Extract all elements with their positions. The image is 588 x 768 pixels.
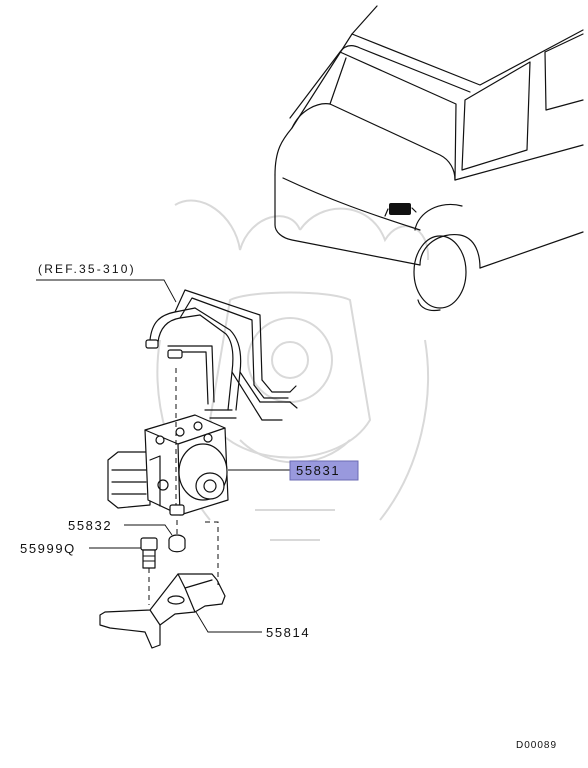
part-55831-label[interactable]: 55831 [296,463,340,478]
bracket-drawing [99,573,226,649]
hydraulic-unit-drawing [107,414,229,516]
vehicle-outline [274,5,584,312]
bolt-drawing [140,537,158,569]
mount-bushing-drawing [168,534,186,553]
callout-55999q[interactable]: 55999Q [20,541,141,556]
part-55832-label[interactable]: 55832 [68,518,112,533]
callout-55814[interactable]: 55814 [195,611,310,640]
part-55999q-label[interactable]: 55999Q [20,541,76,556]
brake-lines [145,289,298,421]
callout-55832[interactable]: 55832 [68,518,173,536]
assembly-centerlines [148,368,219,605]
part-highlight[interactable] [289,460,359,481]
abs-location-marker [389,203,411,215]
callout-55831[interactable]: 55831 [228,460,359,481]
part-55814-label[interactable]: 55814 [266,625,310,640]
reference-callout: (REF.35-310) [36,262,177,303]
reference-label: (REF.35-310) [38,262,136,276]
diagram-code: D00089 [516,740,557,751]
